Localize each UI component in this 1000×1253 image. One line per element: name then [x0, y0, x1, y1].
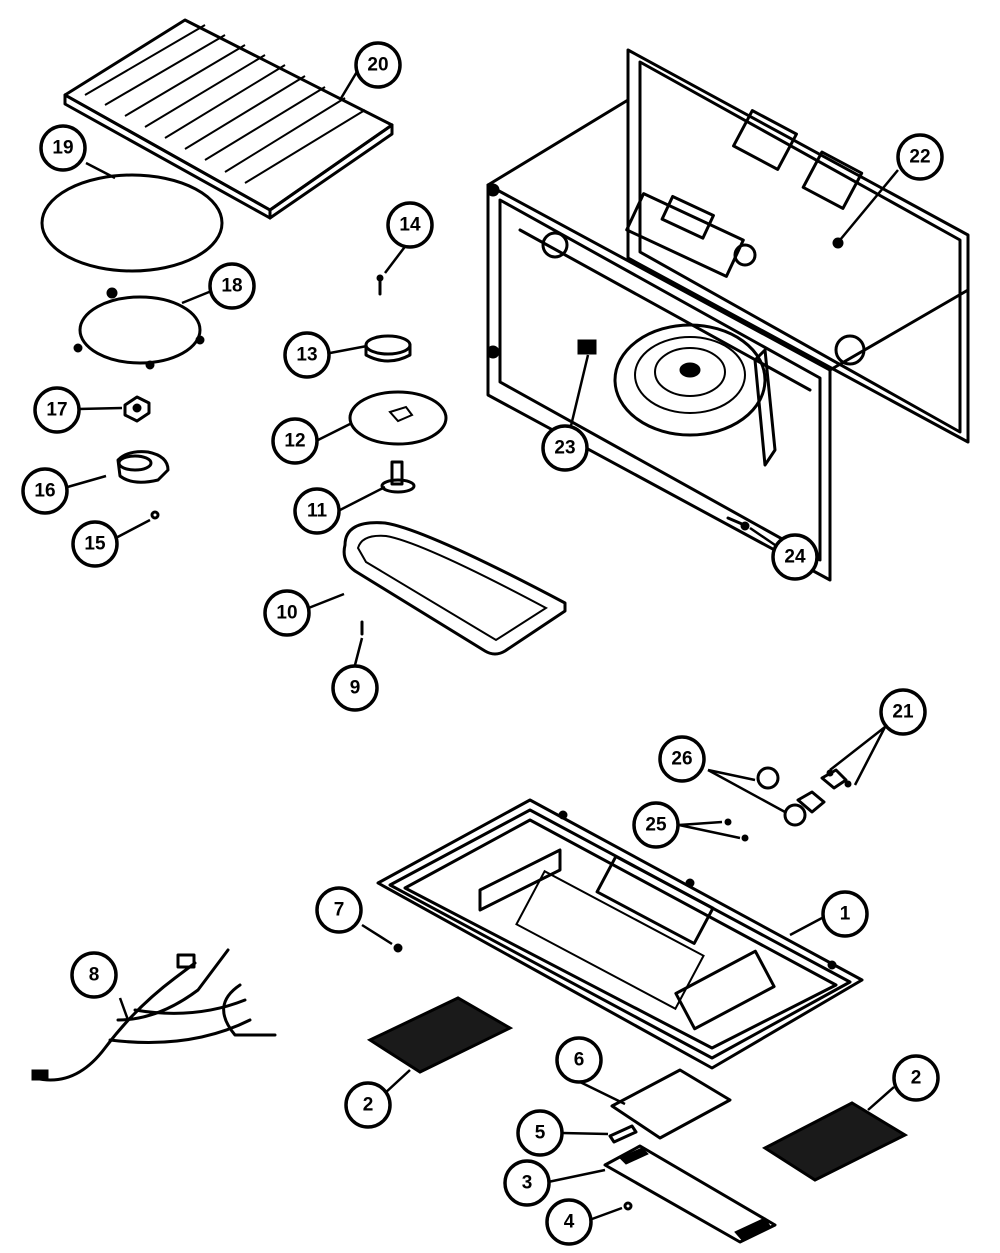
part-12-tray: [348, 390, 448, 446]
part-13-motor: [364, 334, 412, 363]
callout-25: 25: [632, 801, 680, 849]
svg-text:3: 3: [522, 1173, 533, 1194]
part-3-cover: [603, 1144, 777, 1244]
part-2-filter-right: [762, 1101, 909, 1182]
callout-19: 19: [39, 124, 87, 172]
svg-text:12: 12: [284, 431, 305, 452]
svg-text:25: 25: [645, 815, 667, 836]
part-26-lamp-bulbs: [756, 766, 807, 827]
svg-text:23: 23: [554, 438, 575, 459]
svg-text:13: 13: [296, 345, 317, 366]
part-7-screw: [393, 943, 403, 953]
callout-18: 18: [208, 262, 256, 310]
callout-24: 24: [771, 533, 819, 581]
callout-26: 26: [658, 735, 706, 783]
part-25-screws: [724, 818, 749, 842]
part-20-rack: [63, 18, 394, 220]
callout-2-right: 2: [892, 1054, 940, 1102]
callout-6: 6: [555, 1036, 603, 1084]
callout-10: 10: [263, 589, 311, 637]
callout-3: 3: [503, 1159, 551, 1207]
part-19-ring: [40, 173, 224, 273]
callout-5: 5: [516, 1109, 564, 1157]
callout-8: 8: [70, 951, 118, 999]
callout-11: 11: [293, 487, 341, 535]
svg-text:26: 26: [671, 749, 692, 770]
callout-16: 16: [21, 467, 69, 515]
part-6-panel: [610, 1068, 732, 1140]
part-11-shaft: [380, 460, 416, 494]
callout-20: 20: [354, 41, 402, 89]
svg-text:8: 8: [89, 965, 100, 986]
svg-text:15: 15: [84, 534, 106, 555]
callout-23: 23: [541, 424, 589, 472]
part-8-wire-harness: [31, 948, 277, 1082]
svg-text:5: 5: [535, 1123, 546, 1144]
svg-text:11: 11: [307, 501, 328, 522]
part-10-gasket: [342, 521, 567, 656]
part-18-roller-ring: [73, 287, 205, 370]
svg-text:2: 2: [911, 1068, 922, 1089]
svg-text:19: 19: [52, 138, 73, 159]
svg-text:7: 7: [334, 900, 345, 921]
part-5-clip: [608, 1124, 638, 1144]
leader-lines: [63, 69, 899, 1221]
svg-text:18: 18: [221, 276, 242, 297]
part-4-screw: [623, 1201, 633, 1211]
svg-text:16: 16: [34, 481, 55, 502]
svg-text:6: 6: [574, 1050, 585, 1071]
part-14-screw: [376, 274, 384, 296]
callout-13: 13: [283, 331, 331, 379]
part-24-screw: [726, 516, 750, 531]
callout-2-left: 2: [344, 1081, 392, 1129]
svg-text:10: 10: [276, 603, 297, 624]
part-1-base-plate: [376, 798, 864, 1070]
part-17-coupler: [123, 395, 151, 423]
svg-text:20: 20: [367, 55, 388, 76]
part-21-lamp-sockets: [796, 768, 852, 814]
part-16-motor: [116, 450, 170, 484]
svg-text:22: 22: [909, 147, 930, 168]
callout-22: 22: [896, 133, 944, 181]
part-15-screw: [150, 510, 160, 520]
callout-17: 17: [33, 386, 81, 434]
callout-21: 21: [879, 688, 927, 736]
cavity-assembly: [486, 48, 970, 582]
callout-15: 15: [71, 520, 119, 568]
svg-text:4: 4: [564, 1212, 575, 1233]
svg-text:9: 9: [350, 678, 361, 699]
svg-text:14: 14: [399, 215, 421, 236]
svg-text:24: 24: [784, 547, 806, 568]
callout-12: 12: [271, 417, 319, 465]
svg-text:1: 1: [840, 904, 851, 925]
svg-text:2: 2: [363, 1095, 374, 1116]
callout-1: 1: [821, 890, 869, 938]
svg-text:17: 17: [46, 400, 67, 421]
callout-4: 4: [545, 1198, 593, 1246]
svg-text:21: 21: [892, 702, 914, 723]
callout-14: 14: [386, 201, 434, 249]
callout-7: 7: [315, 886, 363, 934]
callout-9: 9: [331, 664, 379, 712]
part-2-filter-left: [366, 996, 514, 1074]
